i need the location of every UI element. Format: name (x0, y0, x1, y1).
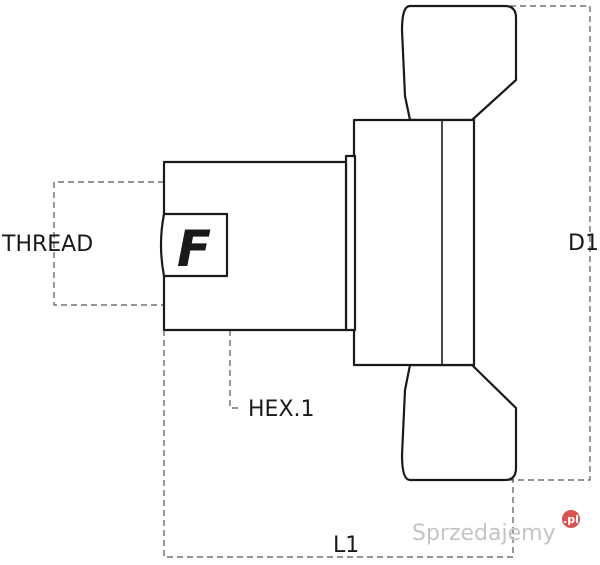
d1-dimension-bracket (448, 5, 591, 481)
hex-label: HEX.1 (248, 397, 315, 422)
d1-label: D1 (568, 231, 599, 256)
watermark-badge-icon (562, 510, 580, 528)
watermark: Sprzedajemy .pl (412, 510, 580, 546)
l1-dimension-bracket (163, 330, 514, 558)
l1-label: L1 (333, 533, 359, 558)
collar (344, 154, 357, 332)
nut-body (352, 118, 476, 367)
thread-dimension-bracket (53, 181, 164, 306)
watermark-text: Sprzedajemy (412, 521, 556, 546)
dimension-lines (53, 5, 591, 558)
logo-letter: F (177, 220, 211, 278)
hex-leader-line (229, 330, 240, 409)
logo-badge (159, 212, 229, 278)
wing-nut-top-ear (400, 4, 518, 122)
wing-nut-bottom-ear (400, 363, 518, 482)
watermark-suffix: .pl (563, 513, 579, 526)
thread-label: THREAD (1, 232, 93, 257)
